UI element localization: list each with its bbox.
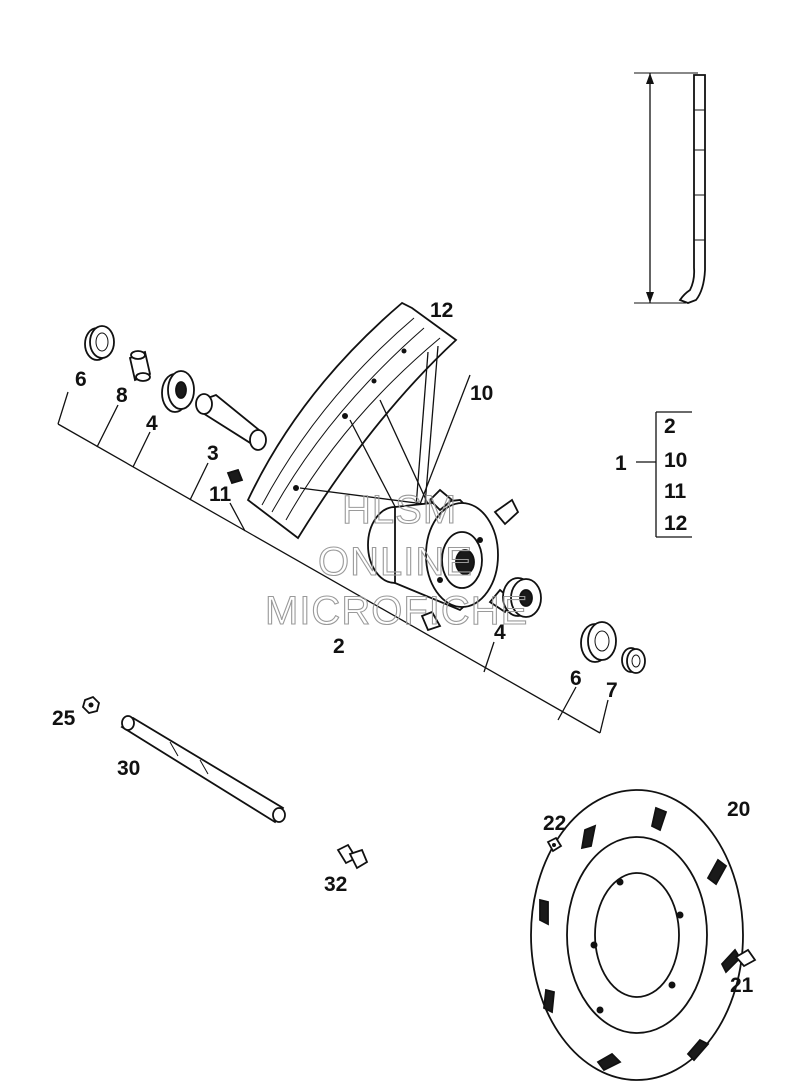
watermark-line-2: ONLINE [318,540,473,584]
callout-6-left: 6 [75,368,87,391]
callout-labels: 12 10 6 8 4 3 11 2 4 6 7 25 30 32 22 20 … [52,299,754,997]
axle-nut-25 [81,695,100,714]
kit-item-label: 12 [664,512,687,535]
callout-30: 30 [117,757,140,780]
seal-right [580,621,617,663]
watermark-line-3: MICROFICHE [265,589,528,633]
callout-2-hub: 2 [333,635,345,658]
callout-4-left: 4 [146,412,158,435]
callout-10-top: 10 [470,382,493,405]
callout-20: 20 [727,798,750,821]
spacer-tube-3 [195,393,267,451]
kit-bracket [636,411,692,538]
callout-25: 25 [52,707,76,730]
spoke-length-drawing [634,72,706,304]
callout-7: 7 [606,679,618,702]
seal-left [84,325,115,361]
callout-12-top: 12 [430,299,453,322]
hub [367,488,520,632]
disc-nut-22 [546,836,563,853]
callout-6-right: 6 [570,667,582,690]
kit-item-label: 11 [664,480,687,503]
kit-item-label: 10 [664,449,687,472]
spoke-nipple-11 [226,468,244,485]
kit-group-labels: 1 2 10 11 12 [615,415,687,535]
bearing-left [161,370,195,413]
callout-4-right: 4 [494,621,506,644]
watermark-line-1: HLSM [342,488,457,532]
callout-11-left: 11 [209,483,232,506]
callout-22: 22 [543,812,566,835]
spacer-8 [128,350,152,382]
watermark: HLSM ONLINE MICROFICHE [264,487,528,633]
spacer-7 [621,647,646,674]
callout-8: 8 [116,384,128,407]
callout-21: 21 [730,974,754,997]
brake-disc-20 [530,789,744,1081]
disc-screw-21 [734,948,757,968]
bearing-right [502,577,542,618]
callout-3: 3 [207,442,219,465]
assembly-axis [57,391,609,734]
callout-32: 32 [324,873,347,896]
axle-30 [120,715,286,824]
kit-parent-label: 1 [615,452,627,475]
bolt-32 [336,843,369,870]
kit-item-label: 2 [664,415,676,438]
